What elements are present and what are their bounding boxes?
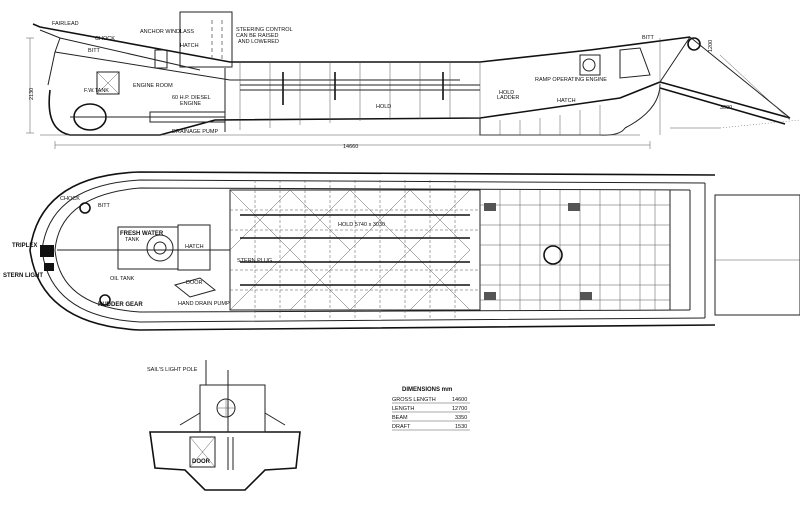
label-plan-door: DOOR	[186, 280, 203, 286]
label-light-pole: SAIL'S LIGHT POLE	[147, 367, 198, 373]
label-hand-drain-pump: HAND DRAIN PUMP	[178, 301, 230, 307]
label-fuel-tank: F.W.TANK	[84, 88, 109, 94]
label-anchor-windlass: ANCHOR WINDLASS	[140, 29, 194, 35]
label-steering-control-2: CAN BE RAISED	[236, 33, 279, 39]
label-hatch-aft: HATCH	[557, 98, 576, 104]
ramp-plan	[714, 194, 800, 316]
hull-bottom	[48, 81, 661, 136]
label-ramp-engine: RAMP OPERATING ENGINE	[535, 77, 607, 83]
label-plan-hold: HOLD 5740 x 3030	[338, 222, 385, 228]
label-hatch: HATCH	[180, 43, 199, 49]
dim-row-value: 1530	[455, 424, 467, 430]
dimensions-table: DIMENSIONS mm GROSS LENGTH 14600 LENGTH …	[392, 387, 470, 431]
ramp	[659, 81, 791, 125]
label-rudder-gear: RUDDER GEAR	[98, 302, 143, 308]
plan-view: CHOCK BITT FRESH WATER TANK HATCH TRIPLE…	[3, 171, 800, 331]
dim-row-label: GROSS LENGTH	[392, 397, 436, 403]
label-plan-hatch: HATCH	[185, 244, 204, 250]
label-stern-plug: STERN PLUG	[237, 258, 272, 264]
label-hold: HOLD	[376, 104, 391, 110]
dim-row-label: LENGTH	[392, 406, 414, 412]
hull-outline-plan	[29, 171, 716, 331]
profile-view: FAIRLEAD CHOCK BITT ANCHOR WINDLASS HATC…	[26, 11, 800, 150]
dim-row-value: 14600	[452, 397, 467, 403]
label-hold-ladder-2: LADDER	[497, 95, 519, 101]
dim-row-value: 3350	[455, 415, 467, 421]
dim-ramp-length: 3090	[720, 105, 732, 111]
label-chock: CHOCK	[95, 36, 115, 42]
label-bitt-aft: BITT	[642, 35, 655, 41]
dim-ramp-height: 1200	[708, 40, 714, 52]
label-section-door: DOOR	[192, 459, 211, 465]
label-stern-light: STERN LIGHT	[3, 273, 43, 279]
dim-row-label: BEAM	[392, 415, 408, 421]
label-hold-ladder: HOLD	[499, 90, 514, 96]
label-diesel-engine: 60 H.P. DIESEL	[172, 95, 211, 101]
label-fairlead: FAIRLEAD	[52, 21, 79, 27]
label-fresh-water-tank: FRESH WATER	[120, 231, 164, 237]
hull-section	[149, 431, 301, 491]
label-plan-chock: CHOCK	[60, 196, 80, 202]
label-diesel-engine-2: ENGINE	[180, 101, 201, 107]
dim-height: 2130	[29, 88, 35, 100]
label-fresh-water-tank-2: TANK	[125, 237, 140, 243]
label-drainage-pump: DRAINAGE PUMP	[172, 129, 218, 135]
label-plan-bitt: BITT	[98, 203, 111, 209]
dim-row-label: DRAFT	[392, 424, 411, 430]
dim-overall: 14660	[343, 144, 358, 150]
hatch-circle	[543, 245, 563, 265]
dim-row-value: 12700	[452, 406, 467, 412]
label-steering-control: STEERING CONTROL	[236, 27, 293, 33]
label-bitt-fwd: BITT	[88, 48, 101, 54]
ramp-winch-sheave	[687, 37, 701, 51]
sheer-line	[32, 23, 691, 63]
label-oil-tank: OIL TANK	[110, 276, 135, 282]
dimensions-title: DIMENSIONS mm	[402, 387, 452, 393]
label-engine-room: ENGINE ROOM	[133, 83, 173, 89]
label-steering-control-3: AND LOWERED	[238, 39, 279, 45]
label-triplex: TRIPLEX	[12, 243, 37, 249]
section-view: SAIL'S LIGHT POLE DOOR	[147, 360, 301, 491]
